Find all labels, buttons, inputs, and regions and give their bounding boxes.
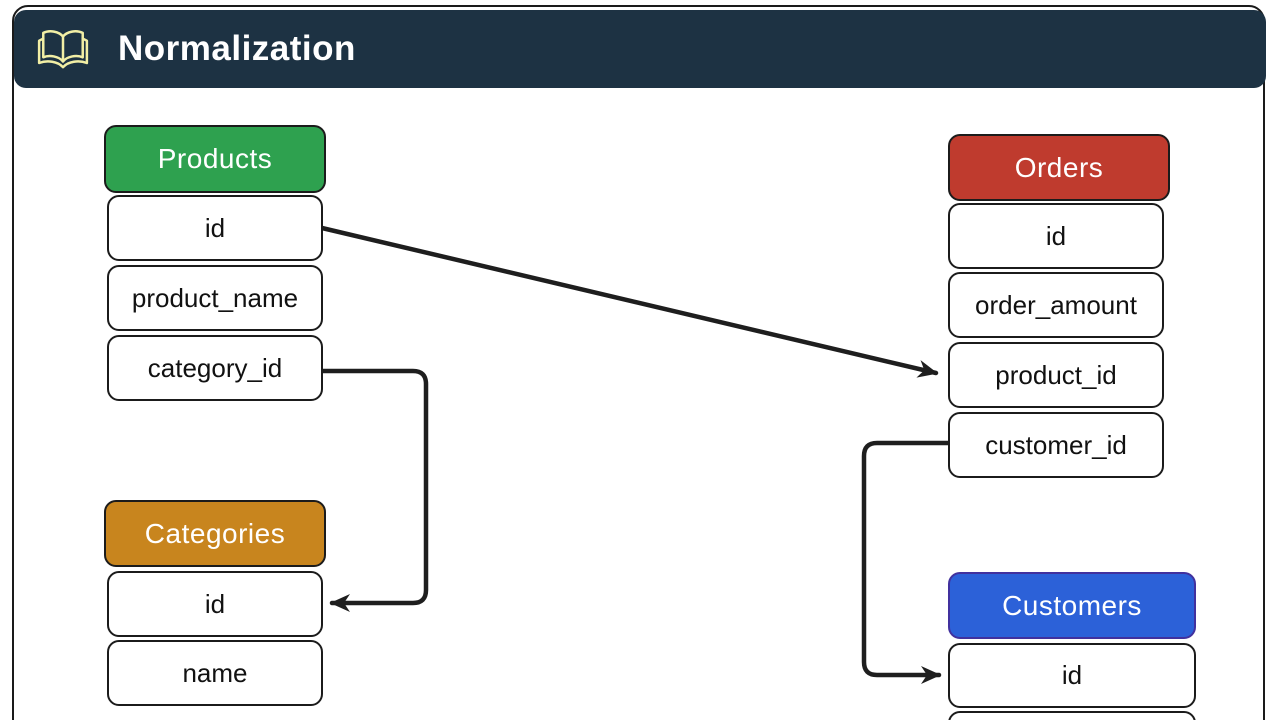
field-products-category-id: category_id (107, 335, 323, 401)
table-header-customers: Customers (948, 572, 1196, 639)
content-frame (12, 5, 1265, 720)
page-title: Normalization (118, 29, 356, 68)
table-header-products: Products (104, 125, 326, 193)
field-products-id: id (107, 195, 323, 261)
field-orders-product-id: product_id (948, 342, 1164, 408)
table-header-orders: Orders (948, 134, 1170, 201)
field-categories-name: name (107, 640, 323, 706)
open-book-icon (36, 25, 90, 73)
table-header-categories: Categories (104, 500, 326, 567)
field-orders-order-amount: order_amount (948, 272, 1164, 338)
field-orders-id: id (948, 203, 1164, 269)
title-bar: Normalization (14, 10, 1266, 88)
field-products-product-name: product_name (107, 265, 323, 331)
field-customers-id: id (948, 643, 1196, 708)
field-customers-partial-row (948, 711, 1196, 720)
field-orders-customer-id: customer_id (948, 412, 1164, 478)
field-categories-id: id (107, 571, 323, 637)
